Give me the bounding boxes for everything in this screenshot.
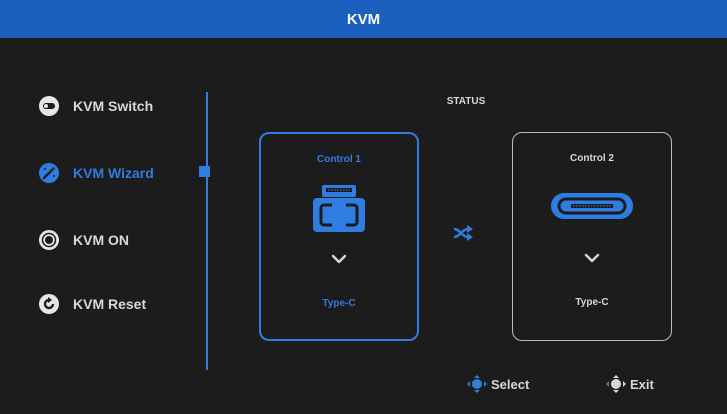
swap-arrows-icon	[453, 225, 473, 241]
menu-item-label: KVM Switch	[73, 98, 154, 114]
menu-item-kvm-wizard[interactable]: KVM Wizard	[38, 159, 188, 187]
radio-target-icon	[38, 229, 60, 251]
page-title: KVM	[346, 10, 381, 28]
toggle-switch-icon	[38, 95, 60, 117]
magic-wand-icon	[38, 162, 60, 184]
menu-item-kvm-reset[interactable]: KVM Reset	[38, 290, 188, 318]
control-1-panel[interactable]: Control 1 Type-C	[259, 132, 419, 341]
control-1-type: Type-C	[322, 298, 356, 309]
menu-item-label: KVM Reset	[73, 296, 147, 312]
menu-item-label: KVM Wizard	[73, 165, 154, 181]
control-1-label: Control 1	[317, 154, 361, 165]
control-2-type: Type-C	[575, 297, 609, 308]
joystick-dpad-icon	[606, 375, 626, 393]
control-2-panel[interactable]: Control 2 Type-C	[512, 132, 672, 341]
menu-item-kvm-on[interactable]: KVM ON	[38, 226, 188, 254]
scroll-indicator	[199, 166, 210, 177]
menu-divider	[206, 92, 208, 370]
exit-label: Exit	[630, 376, 654, 392]
chevron-down-icon	[261, 254, 417, 264]
chevron-down-icon	[513, 253, 671, 263]
usb-a-port-icon	[261, 182, 417, 236]
joystick-dpad-icon	[467, 375, 487, 393]
usb-c-port-icon	[513, 191, 671, 221]
status-title: STATUS	[446, 96, 486, 107]
menu-item-kvm-switch[interactable]: KVM Switch	[38, 92, 188, 120]
reset-icon	[38, 293, 60, 315]
exit-hint: Exit	[605, 374, 654, 394]
title-bar: KVM	[0, 0, 727, 38]
menu-item-label: KVM ON	[73, 232, 129, 248]
select-hint: Select	[466, 374, 529, 394]
control-2-label: Control 2	[570, 153, 614, 164]
select-label: Select	[491, 376, 530, 392]
